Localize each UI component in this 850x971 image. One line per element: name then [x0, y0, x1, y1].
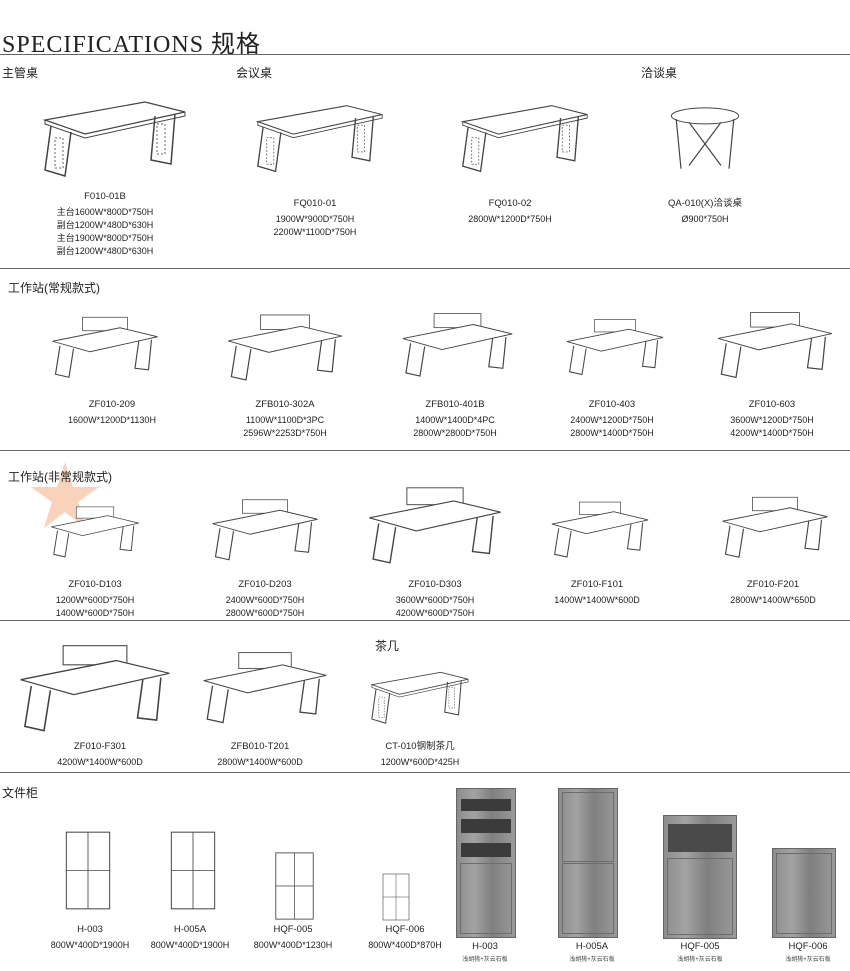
section-workstation-regular: 工作站(常规款式) [8, 281, 100, 295]
divider [0, 450, 850, 451]
product-drawing [168, 818, 218, 923]
section-negotiation-table: 洽谈桌 [641, 66, 678, 80]
divider [0, 54, 850, 55]
divider [0, 268, 850, 269]
product-drawing [272, 850, 317, 922]
product-drawing [205, 485, 325, 570]
cabinet-photo [663, 815, 737, 939]
divider [0, 620, 850, 621]
product-drawing [440, 95, 610, 175]
cabinet-photo [772, 848, 836, 938]
product-drawing [35, 90, 195, 180]
section-tea-table: 茶几 [375, 639, 400, 653]
section-meeting-table: 会议桌 [236, 66, 273, 80]
product-drawing [545, 485, 655, 570]
product-drawing [45, 490, 145, 570]
product-drawing [240, 95, 400, 175]
product-drawing [560, 305, 670, 385]
section-workstation-irregular: 工作站(非常规款式) [8, 470, 112, 484]
cabinet-photo [456, 788, 516, 938]
product-drawing [665, 100, 745, 175]
cabinet-photo [558, 788, 618, 938]
product-drawing [715, 480, 835, 570]
product-drawing [360, 475, 510, 570]
product-drawing [63, 818, 113, 923]
section-file-cabinet: 文件柜 [2, 786, 39, 800]
product-drawing [710, 300, 840, 385]
section-manager-desk: 主管桌 [2, 66, 39, 80]
product-drawing [365, 660, 475, 730]
product-drawing [10, 635, 180, 735]
page-title: SPECIFICATIONS 规格 [2, 32, 262, 58]
star-watermark-icon [31, 462, 99, 528]
divider [0, 772, 850, 773]
product-drawing [220, 300, 350, 390]
product-drawing [375, 872, 417, 922]
product-drawing [195, 635, 335, 735]
product-drawing [395, 295, 520, 390]
product-drawing [45, 300, 165, 390]
